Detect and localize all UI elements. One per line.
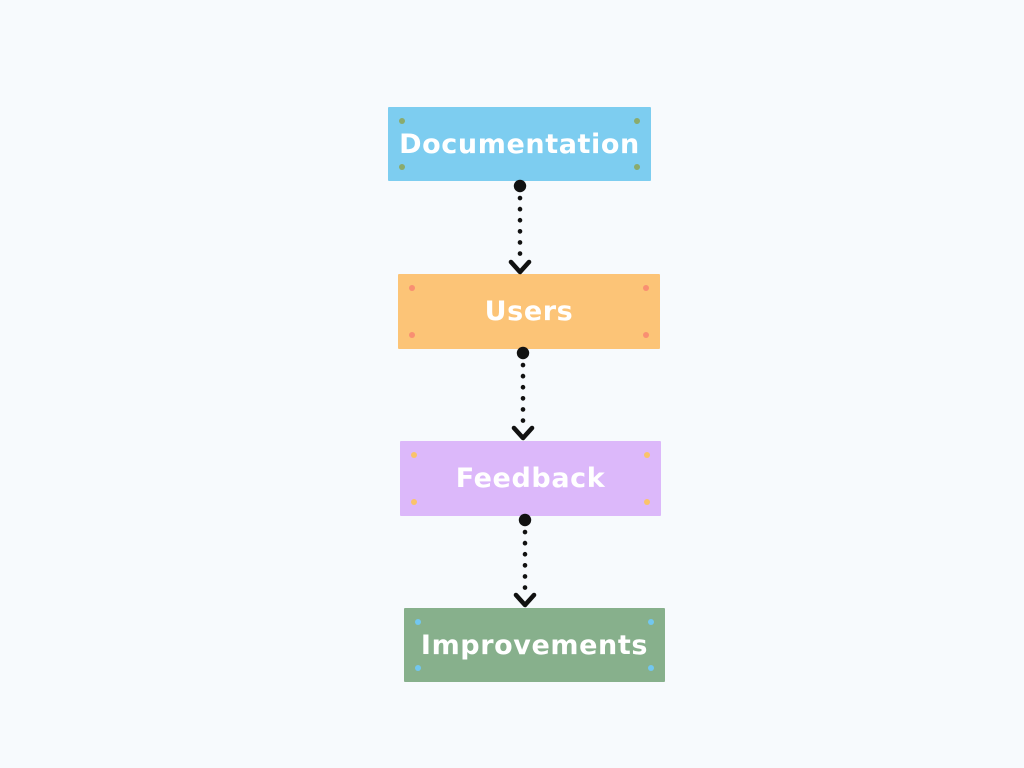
node-documentation[interactable]: Documentation xyxy=(388,107,651,181)
corner-dot-top-right xyxy=(648,619,654,625)
node-label-documentation: Documentation xyxy=(399,128,640,160)
edge-source-dot xyxy=(516,346,530,360)
edge-arrowhead-icon xyxy=(511,425,535,441)
corner-dot-top-left xyxy=(415,619,421,625)
edge-arrowhead-icon xyxy=(508,259,532,275)
corner-dot-bottom-left xyxy=(409,332,415,338)
edge-documentation-to-users xyxy=(508,179,532,275)
corner-dot-bottom-left xyxy=(415,665,421,671)
corner-dot-bottom-right xyxy=(643,332,649,338)
edge-users-to-feedback xyxy=(511,346,535,441)
node-label-users: Users xyxy=(484,296,574,327)
corner-dot-bottom-right xyxy=(634,164,640,170)
edge-feedback-to-improvements xyxy=(513,513,537,608)
corner-dot-top-left xyxy=(399,118,405,124)
corner-dot-top-right xyxy=(634,118,640,124)
corner-dot-top-right xyxy=(643,285,649,291)
edge-source-dot xyxy=(513,179,527,193)
corner-dot-top-right xyxy=(644,452,650,458)
corner-dot-bottom-right xyxy=(644,499,650,505)
node-feedback[interactable]: Feedback xyxy=(400,441,661,516)
node-label-improvements: Improvements xyxy=(420,629,649,661)
edge-arrowhead-icon xyxy=(513,592,537,608)
corner-dot-bottom-left xyxy=(399,164,405,170)
node-users[interactable]: Users xyxy=(398,274,660,349)
corner-dot-top-left xyxy=(409,285,415,291)
node-label-feedback: Feedback xyxy=(455,463,606,494)
corner-dot-top-left xyxy=(411,452,417,458)
corner-dot-bottom-left xyxy=(411,499,417,505)
node-improvements[interactable]: Improvements xyxy=(404,608,665,682)
corner-dot-bottom-right xyxy=(648,665,654,671)
edge-source-dot xyxy=(518,513,532,527)
